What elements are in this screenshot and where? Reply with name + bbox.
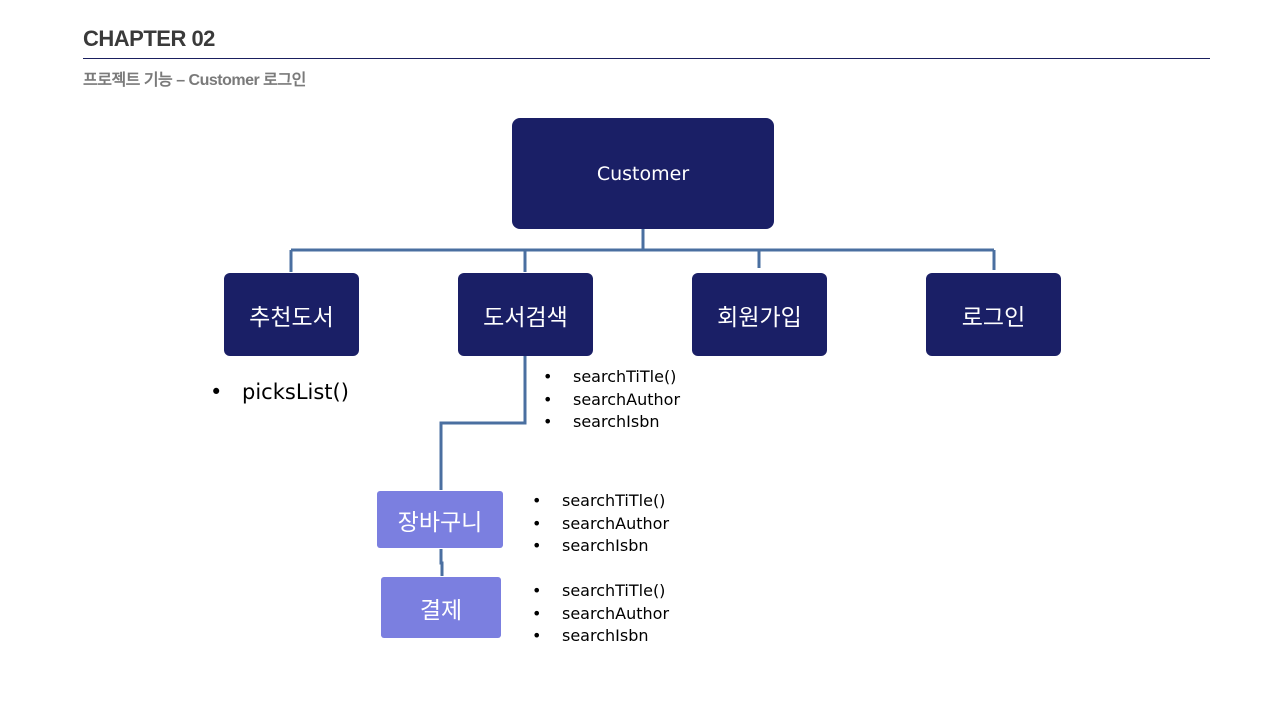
node-signup-label: 회원가입 [717,304,802,331]
node-book-search: 도서검색 [458,273,593,356]
list-item: searchAuthor [543,389,680,412]
node-login-label: 로그인 [961,304,1026,331]
list-item: searchAuthor [532,513,669,536]
list-item: searchTiTle() [532,580,669,603]
list-item: searchIsbn [532,535,669,558]
page-subtitle: 프로젝트 기능 – Customer 로그인 [83,72,306,89]
list-item: searchIsbn [532,625,669,648]
search-methods-list: searchTiTle() searchAuthor searchIsbn [543,366,680,434]
node-book-search-label: 도서검색 [483,304,568,331]
list-item: searchIsbn [543,411,680,434]
cart-methods-list: searchTiTle() searchAuthor searchIsbn [532,490,669,558]
node-signup: 회원가입 [692,273,827,356]
recommend-methods-list: picksList() [210,379,349,405]
connector-cart-to-payment [439,549,444,576]
node-cart: 장바구니 [377,491,503,548]
node-cart-label: 장바구니 [397,509,483,536]
list-item: searchTiTle() [543,366,680,389]
list-item: searchAuthor [532,603,669,626]
node-payment-label: 결제 [419,597,463,624]
node-recommended-books-label: 추천도서 [249,304,334,331]
chapter-title: CHAPTER 02 [83,26,215,51]
list-item: searchTiTle() [532,490,669,513]
header-divider [83,58,1210,59]
node-login: 로그인 [926,273,1061,356]
node-customer-label: Customer [596,162,690,185]
connector-search-to-cart [439,356,527,490]
node-customer: Customer [512,118,774,229]
list-item: picksList() [210,379,349,405]
payment-methods-list: searchTiTle() searchAuthor searchIsbn [532,580,669,648]
node-recommended-books: 추천도서 [224,273,359,356]
node-payment: 결제 [381,577,501,638]
